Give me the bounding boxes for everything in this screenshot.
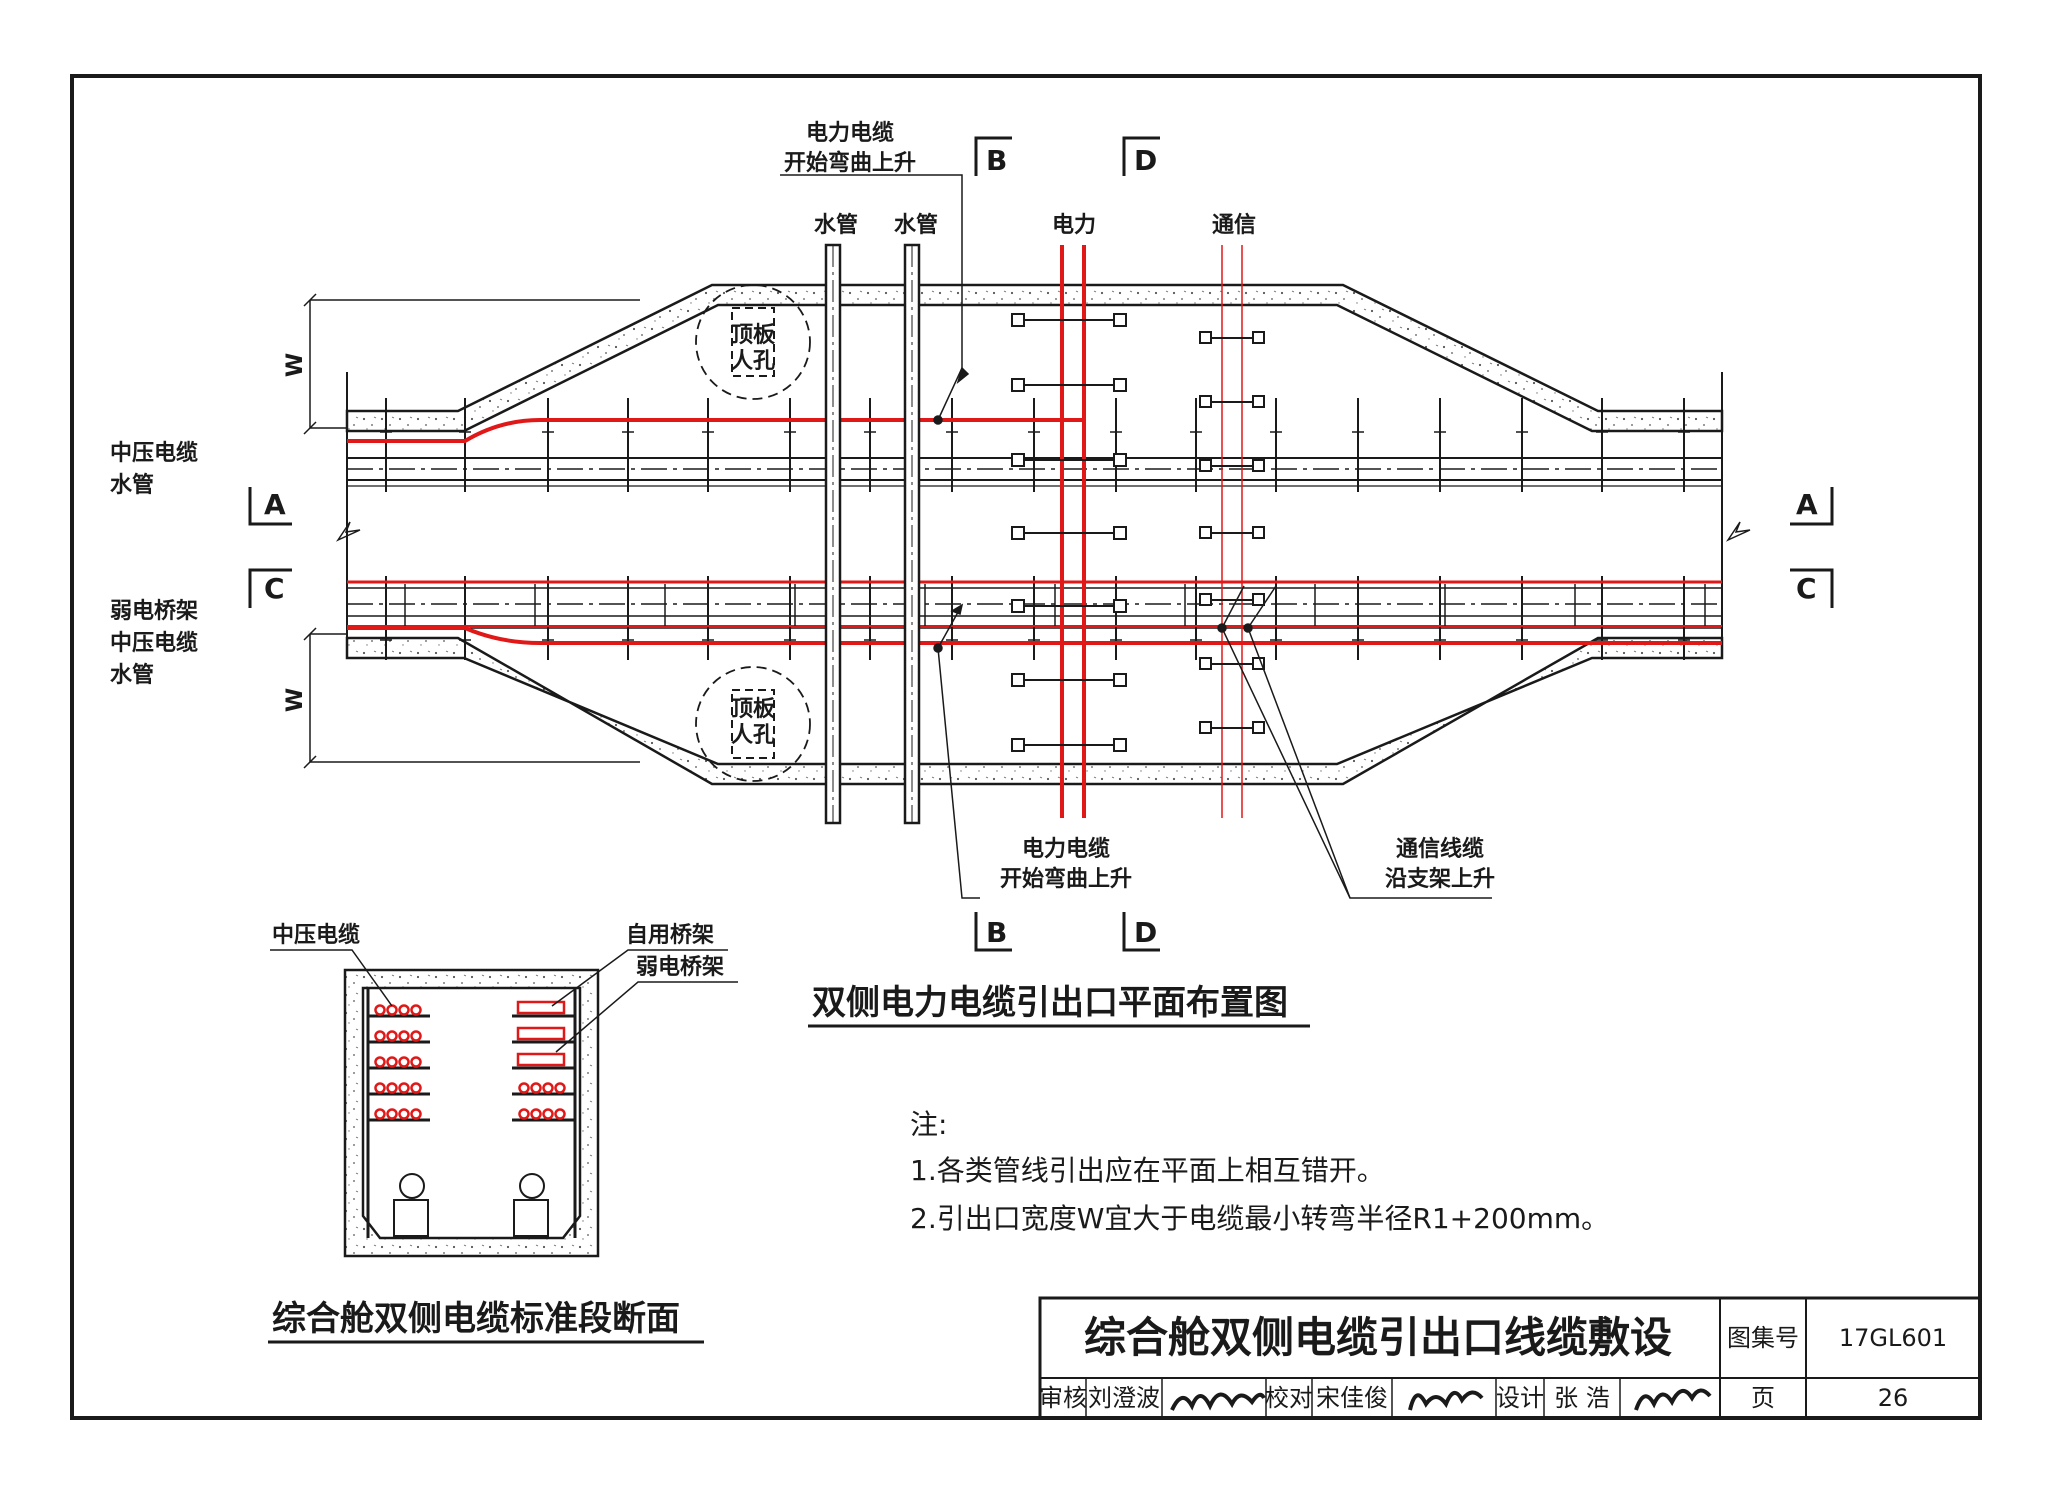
section-view: 中压电缆 自用桥架 弱电桥架 综合舱双侧电缆标准段断面: [268, 922, 738, 1344]
left-label-water-bottom: 水管: [110, 662, 154, 688]
label-pipe-1: 水管: [814, 212, 858, 238]
sheet-frame: [70, 74, 1982, 1420]
manhole-bottom: 顶板 人孔: [695, 666, 811, 782]
manhole-top-line2: 人孔: [731, 349, 775, 374]
leaders: [780, 174, 1492, 899]
manhole-bottom-line2: 人孔: [731, 723, 775, 748]
label-power: 电力: [1052, 213, 1096, 238]
cable-supports: [380, 398, 1690, 660]
section-a-left: A: [264, 488, 286, 521]
power-riser: [1011, 245, 1127, 818]
note-1: 1.各类管线引出应在平面上相互错开。: [910, 1154, 1385, 1187]
section-d-top: D: [1134, 144, 1157, 177]
review-label: 审核: [1039, 1384, 1087, 1412]
notes: 注: 1.各类管线引出应在平面上相互错开。 2.引出口宽度W宜大于电缆最小转弯半…: [910, 1108, 1609, 1235]
check-label: 校对: [1265, 1384, 1313, 1412]
section-a-right: A: [1796, 488, 1818, 521]
plan-view: 顶板 人孔 顶板 人孔 W W: [110, 120, 1834, 1028]
check-name: 宋佳俊: [1316, 1384, 1388, 1412]
manhole-top-line1: 顶板: [731, 323, 776, 348]
section-d-bottom: D: [1134, 916, 1157, 949]
callout-power-bottom-1: 电力电缆: [1022, 836, 1110, 862]
power-cable-bottom: [347, 626, 1722, 645]
design-name: 张 浩: [1554, 1384, 1610, 1412]
callout-power-top-2: 开始弯曲上升: [784, 150, 916, 176]
review-name: 刘澄波: [1088, 1384, 1160, 1412]
callout-power-bottom-2: 开始弯曲上升: [1000, 866, 1132, 892]
dim-w-top: W: [283, 353, 308, 377]
power-cables: [347, 418, 1722, 645]
signature-check: [1408, 1390, 1484, 1411]
section-label-weak-tray: 弱电桥架: [636, 954, 724, 980]
water-pipes: [824, 243, 921, 825]
page-label: 页: [1751, 1384, 1775, 1412]
note-2: 2.引出口宽度W宜大于电缆最小转弯半径R1+200mm。: [910, 1202, 1609, 1235]
left-label-mv-bottom: 中压电缆: [110, 630, 198, 656]
label-comm: 通信: [1212, 212, 1256, 238]
signature-design: [1634, 1388, 1712, 1411]
section-b-bottom: B: [986, 916, 1007, 949]
drawing-title: 综合舱双侧电缆引出口线缆敷设: [1084, 1313, 1672, 1362]
section-label-mv: 中压电缆: [272, 922, 360, 948]
dim-w-bottom: W: [283, 688, 308, 712]
notes-heading: 注:: [910, 1108, 947, 1141]
comm-riser: [1199, 245, 1265, 818]
signature-review: [1170, 1392, 1266, 1411]
left-label-weak: 弱电桥架: [110, 598, 198, 624]
left-label-water-top: 水管: [110, 472, 154, 498]
label-pipe-2: 水管: [894, 212, 938, 238]
section-c-right: C: [1796, 572, 1817, 605]
dimension-w: [303, 293, 640, 769]
weak-tray-dividers: [404, 584, 1706, 626]
callout-comm-2: 沿支架上升: [1385, 866, 1495, 892]
section-marks: [248, 136, 1834, 952]
atlas-label: 图集号: [1727, 1324, 1799, 1352]
power-cable-top: [347, 418, 1084, 443]
design-label: 设计: [1496, 1384, 1544, 1412]
callout-power-top-1: 电力电缆: [806, 120, 894, 146]
title-block: [1038, 1296, 1982, 1420]
section-label-self-tray: 自用桥架: [626, 922, 714, 948]
section-caption: 综合舱双侧电缆标准段断面: [272, 1299, 680, 1339]
manhole-bottom-line1: 顶板: [731, 697, 776, 722]
plan-caption: 双侧电力电缆引出口平面布置图: [812, 983, 1288, 1023]
atlas-number: 17GL601: [1839, 1324, 1947, 1352]
manhole-top: 顶板 人孔: [695, 284, 811, 400]
callout-comm-1: 通信线缆: [1396, 836, 1484, 862]
page-number: 26: [1878, 1384, 1909, 1412]
section-b-top: B: [986, 144, 1007, 177]
section-c-left: C: [264, 572, 285, 605]
left-label-mv-top: 中压电缆: [110, 440, 198, 466]
